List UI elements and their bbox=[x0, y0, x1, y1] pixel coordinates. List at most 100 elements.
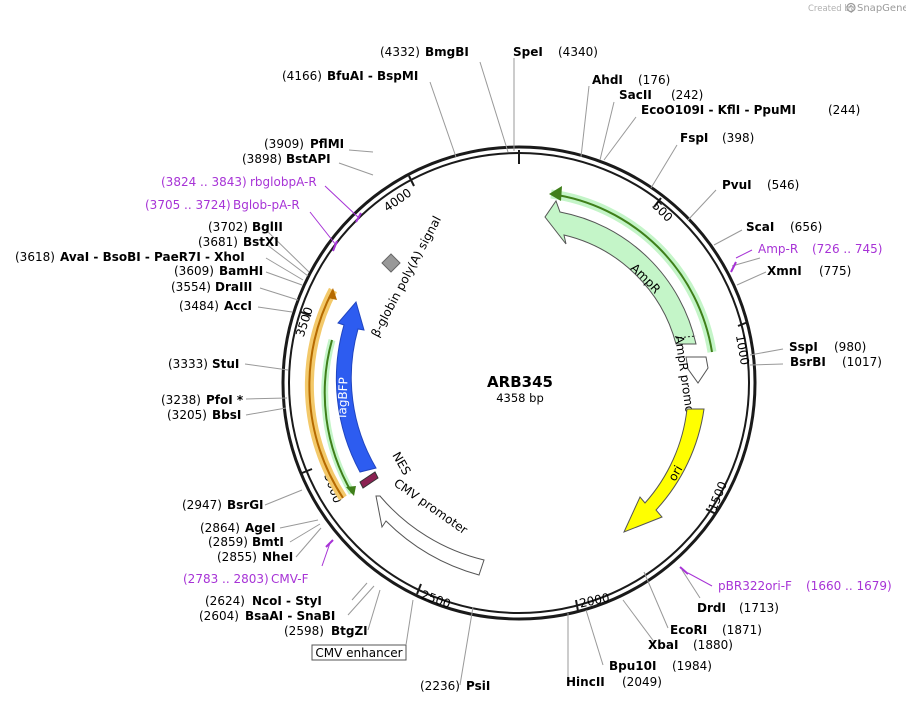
enzyme-pfoI-pos: (3238) bbox=[161, 393, 201, 407]
enzyme-ava-bso-pae-xho[interactable]: AvaI - BsoBI - PaeR7I - XhoI bbox=[60, 250, 245, 264]
enzyme-bstAPI-pos: (3898) bbox=[242, 152, 282, 166]
leader-lines bbox=[244, 58, 784, 686]
feature-cmv-promoter[interactable] bbox=[375, 495, 485, 576]
enzyme-bglII[interactable]: BglII bbox=[252, 220, 283, 234]
enzyme-drdI[interactable]: DrdI bbox=[697, 601, 726, 615]
enzyme-ahdI-pos: (176) bbox=[638, 73, 670, 87]
enzyme-psiI[interactable]: PsiI bbox=[466, 679, 490, 693]
enzyme-draIII-pos: (3554) bbox=[171, 280, 211, 294]
enzyme-draIII[interactable]: DraIII bbox=[215, 280, 252, 294]
enzyme-pvuI[interactable]: PvuI bbox=[722, 178, 752, 192]
enzyme-eco-kfl-ppu-pos: (244) bbox=[828, 103, 860, 117]
tick-label-2000: 2000 bbox=[578, 590, 611, 610]
enzyme-bsrBI[interactable]: BsrBI bbox=[790, 355, 826, 369]
enzyme-drdI-pos: (1713) bbox=[739, 601, 779, 615]
enzyme-accI[interactable]: AccI bbox=[224, 299, 252, 313]
plasmid-name: ARB345 bbox=[487, 373, 553, 391]
cmv-enhancer-box[interactable]: CMV enhancer bbox=[311, 644, 407, 661]
enzyme-bsrGI-pos: (2947) bbox=[182, 498, 222, 512]
enzyme-pfoI[interactable]: PfoI * bbox=[206, 393, 244, 407]
enzyme-stuI[interactable]: StuI bbox=[212, 357, 239, 371]
brand-name: SnapGene bbox=[857, 3, 906, 14]
enzyme-sacII[interactable]: SacII bbox=[619, 88, 652, 102]
primer-pbr322ori-f-range: (1660 .. 1679) bbox=[806, 579, 892, 593]
primer-amp-r-range: (726 .. 745) bbox=[812, 242, 882, 256]
enzyme-pflMI-pos: (3909) bbox=[264, 137, 304, 151]
primer-amp-r[interactable]: Amp-R bbox=[758, 242, 798, 256]
primer-leaders bbox=[309, 185, 753, 587]
enzyme-ecoRI[interactable]: EcoRI bbox=[670, 623, 707, 637]
enzyme-labels-left: (4332) BmgBI (4166) BfuAI - BspMI (3909)… bbox=[15, 45, 490, 693]
enzyme-nheI[interactable]: NheI bbox=[262, 550, 293, 564]
enzyme-scaI[interactable]: ScaI bbox=[746, 220, 774, 234]
feature-label-tagbfp: TagBFP bbox=[335, 377, 351, 421]
enzyme-btgZI[interactable]: BtgZI bbox=[331, 624, 368, 638]
tick-label-2500: 2500 bbox=[419, 588, 452, 612]
enzyme-fspI[interactable]: FspI bbox=[680, 131, 708, 145]
feature-orange-arc bbox=[304, 287, 356, 501]
feature-label-ori: ori bbox=[665, 463, 685, 484]
tick-label-4000: 4000 bbox=[381, 186, 414, 215]
enzyme-bpu10I[interactable]: Bpu10I bbox=[609, 659, 656, 673]
enzyme-bmtI-pos: (2859) bbox=[208, 535, 248, 549]
enzyme-bstXI[interactable]: BstXI bbox=[243, 235, 279, 249]
enzyme-ageI-pos: (2864) bbox=[200, 521, 240, 535]
enzyme-bbsI-pos: (3205) bbox=[167, 408, 207, 422]
snapgene-logo-icon bbox=[846, 2, 856, 13]
enzyme-fspI-pos: (398) bbox=[722, 131, 754, 145]
feature-ori[interactable] bbox=[623, 408, 705, 533]
enzyme-ageI[interactable]: AgeI bbox=[245, 521, 275, 535]
enzyme-bamHI-pos: (3609) bbox=[174, 264, 214, 278]
enzyme-xmnI-pos: (775) bbox=[819, 264, 851, 278]
enzyme-bfuAI-pos: (4166) bbox=[282, 69, 322, 83]
primer-bglob-pa-r[interactable]: Bglob-pA-R bbox=[233, 198, 300, 212]
enzyme-pflMI[interactable]: PflMI bbox=[310, 137, 344, 151]
enzyme-bglII-pos: (3702) bbox=[208, 220, 248, 234]
enzyme-bstAPI[interactable]: BstAPI bbox=[286, 152, 331, 166]
primer-rbglobpa-r[interactable]: rbglobpA-R bbox=[250, 175, 317, 189]
feature-tagbfp[interactable] bbox=[335, 300, 377, 473]
enzyme-bamHI[interactable]: BamHI bbox=[219, 264, 263, 278]
feature-bglob-pa[interactable] bbox=[381, 253, 401, 273]
enzyme-bsrBI-pos: (1017) bbox=[842, 355, 882, 369]
enzyme-btgZI-pos: (2598) bbox=[284, 624, 324, 638]
plasmid-length: 4358 bp bbox=[496, 391, 544, 405]
feature-ampr[interactable] bbox=[544, 186, 717, 353]
primer-labels: Amp-R (726 .. 745) pBR322ori-F (1660 .. … bbox=[145, 175, 892, 593]
enzyme-bmgBI-pos: (4332) bbox=[380, 45, 420, 59]
enzyme-bbsI[interactable]: BbsI bbox=[212, 408, 241, 422]
enzyme-pvuI-pos: (546) bbox=[767, 178, 799, 192]
enzyme-speI[interactable]: SpeI bbox=[513, 45, 543, 59]
enzyme-sspI[interactable]: SspI bbox=[789, 340, 818, 354]
enzyme-xbaI[interactable]: XbaI bbox=[648, 638, 678, 652]
feature-amp-promoter[interactable] bbox=[685, 356, 709, 384]
brand-prefix: Created by bbox=[808, 4, 855, 14]
feature-label-bglob-pa: β-globin poly(A) signal bbox=[368, 214, 444, 340]
enzyme-scaI-pos: (656) bbox=[790, 220, 822, 234]
enzyme-accI-pos: (3484) bbox=[179, 299, 219, 313]
enzyme-hincII[interactable]: HincII bbox=[566, 675, 605, 689]
enzyme-ncoI-styI[interactable]: NcoI - StyI bbox=[252, 594, 322, 608]
enzyme-ncoI-pos: (2624) bbox=[205, 594, 245, 608]
enzyme-eco-kfl-ppu[interactable]: EcoO109I - KflI - PpuMI bbox=[641, 103, 796, 117]
enzyme-bsrGI[interactable]: BsrGI bbox=[227, 498, 264, 512]
enzyme-bmtI[interactable]: BmtI bbox=[252, 535, 284, 549]
enzyme-xmnI[interactable]: XmnI bbox=[767, 264, 802, 278]
enzyme-speI-pos: (4340) bbox=[558, 45, 598, 59]
enzyme-bpu10I-pos: (1984) bbox=[672, 659, 712, 673]
enzyme-bsaAI-snaBI[interactable]: BsaAI - SnaBI bbox=[245, 609, 335, 623]
primer-pbr322ori-f[interactable]: pBR322ori-F bbox=[718, 579, 792, 593]
primer-rbglobpa-r-range: (3824 .. 3843) bbox=[161, 175, 247, 189]
enzyme-sacII-pos: (242) bbox=[671, 88, 703, 102]
primer-cmv-f[interactable]: CMV-F bbox=[271, 572, 309, 586]
enzyme-ahdI[interactable]: AhdI bbox=[592, 73, 623, 87]
enzyme-bmgBI[interactable]: BmgBI bbox=[425, 45, 469, 59]
feature-label-nes: NES bbox=[389, 450, 413, 478]
enzyme-bfuAI-bspMI[interactable]: BfuAI - BspMI bbox=[327, 69, 418, 83]
feature-nes[interactable] bbox=[359, 471, 379, 489]
enzyme-ava-xho-pos: (3618) bbox=[15, 250, 55, 264]
enzyme-labels-right: SpeI (4340) AhdI (176) SacII (242) EcoO1… bbox=[513, 45, 882, 689]
enzyme-ecoRI-pos: (1871) bbox=[722, 623, 762, 637]
enzyme-bsaAI-pos: (2604) bbox=[199, 609, 239, 623]
